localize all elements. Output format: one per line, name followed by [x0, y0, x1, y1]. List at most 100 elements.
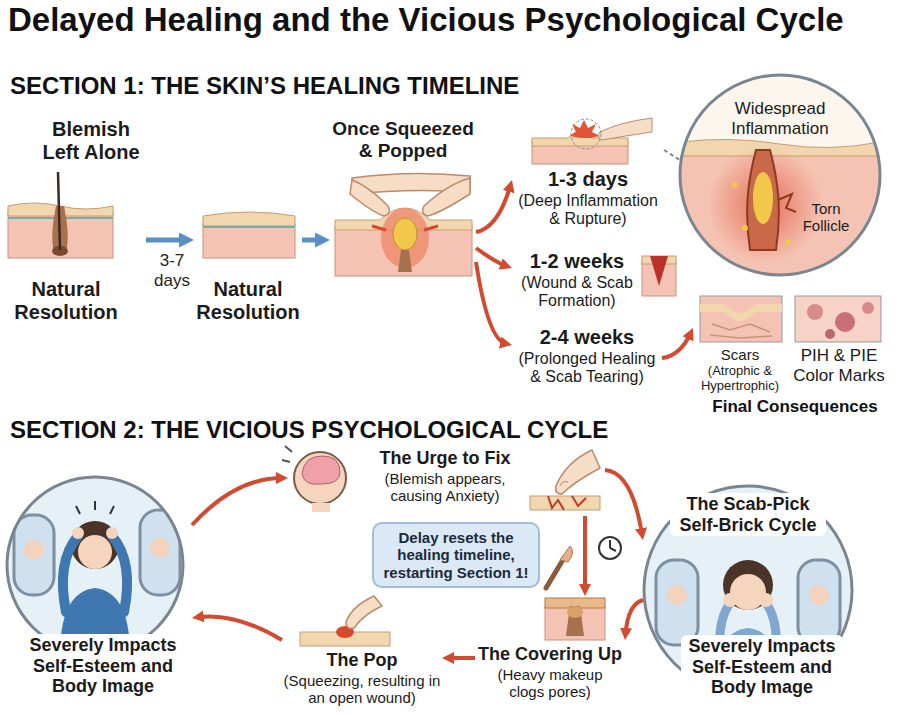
skin-squeezed	[398, 250, 412, 272]
person-distress-left	[140, 510, 180, 595]
stage-squeezed: Once Squeezed & Popped	[330, 118, 476, 280]
scar-sample	[700, 296, 782, 342]
clogged-pore	[545, 598, 605, 640]
zoom-inflammation	[778, 194, 796, 212]
clogged-pore	[566, 606, 584, 636]
step-duration: 1-2 weeks	[512, 250, 642, 273]
person-distress-left	[14, 515, 54, 595]
person-distress-left	[76, 501, 114, 514]
flow-arrow	[302, 238, 323, 243]
person-distress-left	[6, 476, 186, 656]
skin-resolved	[203, 224, 295, 258]
impact-caption: Severely Impacts Self-Esteem and Body Im…	[22, 634, 184, 698]
skin-untouched	[8, 172, 113, 258]
picking-finger	[556, 450, 600, 494]
wound-scab	[650, 256, 668, 286]
flow-arrow	[662, 333, 691, 358]
consequence-title: PIH & PIE Color Marks	[790, 346, 888, 385]
person-distress-right	[809, 585, 829, 605]
person-distress-right	[723, 593, 737, 607]
makeup-brush	[546, 546, 573, 588]
step-title: The Covering Up	[475, 644, 625, 665]
person-distress-left	[71, 521, 119, 569]
consequence-card: Scars(Atrophic & Hypertrophic)	[693, 292, 787, 394]
skin-squeezed	[372, 226, 438, 230]
clock-icon	[599, 537, 621, 559]
person-distress-left	[63, 536, 78, 612]
color-marks-sample	[795, 296, 881, 342]
zoom-line	[664, 150, 680, 160]
note-box: Delay resets the healing timeline, resta…	[372, 522, 540, 588]
person-distress-left	[112, 536, 127, 612]
impact-circle: The Scab-Pick Self-Brick CycleSeverely I…	[643, 485, 853, 702]
person-distress-right	[667, 585, 687, 605]
wound-scab	[642, 256, 676, 296]
zoom-inflammation	[753, 172, 773, 224]
makeup-brush	[560, 546, 573, 562]
flow-arrow	[476, 262, 506, 344]
skin-resolved	[203, 226, 295, 228]
person-distress-left	[150, 538, 170, 558]
flow-arrow	[583, 516, 587, 590]
cycle-step: The Pop(Squeezing, resulting in an open …	[282, 592, 442, 710]
diagram-title: Delayed Healing and the Vicious Psycholo…	[8, 1, 894, 39]
step-duration: 2-4 weeks	[516, 326, 658, 349]
color-marks-sample	[795, 296, 881, 342]
picking-finger	[530, 496, 600, 510]
anxious-head	[302, 456, 340, 484]
consequence-title: Scars	[693, 346, 787, 363]
stage-heading: Blemish Left Alone	[36, 118, 146, 164]
flow-arrow	[448, 656, 475, 660]
consequence-card: PIH & PIE Color Marks	[790, 292, 888, 388]
timeline-step: 1-3 days(Deep Inflammation & Rupture)	[512, 112, 664, 236]
callout-label: Torn Follicle	[800, 200, 852, 235]
skin-squeezed	[423, 178, 470, 216]
color-marks-sample	[862, 302, 874, 314]
scar-sample	[710, 335, 772, 338]
picking-finger	[530, 450, 600, 510]
zoom-inflammation	[680, 75, 880, 275]
note-text: Delay resets the healing timeline, resta…	[381, 529, 531, 581]
skin-rupture-small	[598, 118, 652, 140]
skin-rupture-small	[571, 119, 601, 149]
scar-sample	[700, 296, 782, 342]
person-distress-left	[78, 535, 112, 569]
picking-finger	[560, 482, 568, 487]
flow-arrow	[198, 616, 282, 640]
skin-squeezed	[335, 173, 472, 276]
clogged-pore	[567, 606, 583, 618]
person-distress-right	[723, 560, 773, 610]
flow-arrow	[476, 248, 506, 266]
stage-untouched: Blemish Left AloneNatural Resolution	[6, 118, 146, 324]
cycle-step: The Urge to Fix(Blemish appears, causing…	[288, 446, 605, 516]
clock-icon	[610, 540, 616, 551]
step-description: (Prolonged Healing & Scab Tearing)	[516, 350, 658, 387]
circle-outline	[7, 477, 183, 653]
circle-heading: The Scab-Pick Self-Brick Cycle	[670, 493, 826, 536]
step-title: The Pop	[282, 650, 442, 671]
step-description: (Wound & Scab Formation)	[512, 274, 642, 311]
person-distress-right	[730, 574, 766, 610]
skin-squeezed	[393, 218, 417, 250]
skin-squeezed	[350, 180, 389, 216]
zoom-heading: Widespread Inflammation	[725, 99, 835, 138]
skin-rupture-small	[532, 118, 652, 164]
zoom-inflammation	[785, 239, 791, 245]
anxious-head	[282, 446, 346, 512]
color-marks-sample	[807, 304, 823, 320]
zoom-inflammation	[747, 150, 779, 250]
zoom-inflammation	[742, 225, 748, 231]
timeline-step: 2-4 weeks(Prolonged Healing & Scab Teari…	[512, 326, 662, 396]
zoom-inflammation	[680, 75, 880, 275]
scar-sample	[700, 304, 782, 321]
zoom-circle: Widespread InflammationTorn Follicle	[680, 75, 880, 275]
step-description: (Squeezing, resulting in an open wound)	[282, 672, 442, 707]
person-distress-right	[798, 560, 840, 645]
zoom-inflammation	[707, 147, 823, 263]
circle-outline	[680, 75, 880, 275]
person-distress-left	[6, 476, 186, 656]
person-distress-right	[759, 593, 773, 607]
stage-heading: Once Squeezed & Popped	[330, 118, 476, 162]
